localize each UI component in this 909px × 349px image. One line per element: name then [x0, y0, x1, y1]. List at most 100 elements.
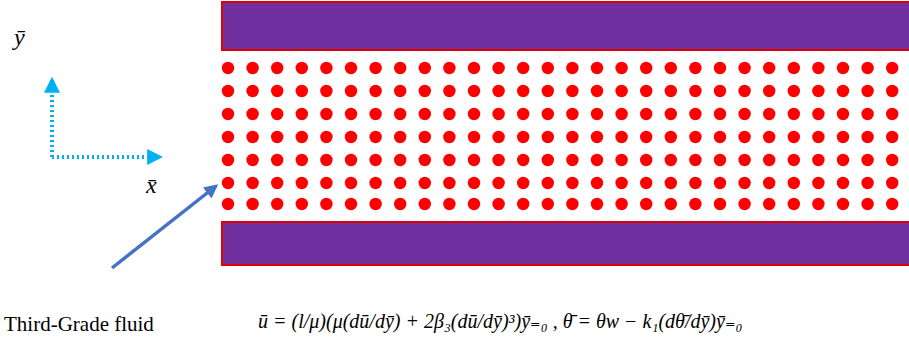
fluid-particle: [517, 177, 529, 189]
fluid-particle: [468, 177, 480, 189]
fluid-particle: [222, 198, 234, 210]
fluid-particle: [615, 85, 627, 97]
fluid-particle: [812, 62, 824, 74]
fluid-particle: [443, 177, 455, 189]
fluid-particle: [861, 177, 873, 189]
fluid-particle: [812, 198, 824, 210]
fluid-particle: [246, 177, 258, 189]
fluid-particle: [394, 62, 406, 74]
axis-label: x̄: [146, 172, 157, 198]
fluid-particle: [517, 131, 529, 143]
fluid-particle: [542, 62, 554, 74]
fluid-particle: [763, 108, 775, 120]
fluid-particle: [714, 177, 726, 189]
fluid-particle: [271, 177, 283, 189]
fluid-particle: [566, 154, 578, 166]
fluid-particle: [492, 85, 504, 97]
fluid-particle: [689, 85, 701, 97]
fluid-particle: [320, 198, 332, 210]
fluid-particle: [492, 198, 504, 210]
fluid-particle: [788, 154, 800, 166]
fluid-particle: [369, 198, 381, 210]
fluid-particle: [320, 62, 332, 74]
fluid-particle: [837, 108, 849, 120]
fluid-particle: [419, 131, 431, 143]
fluid-particle: [394, 131, 406, 143]
fluid-particle: [615, 131, 627, 143]
fluid-particle: [369, 85, 381, 97]
fluid-particle: [665, 131, 677, 143]
fluid-particle: [271, 198, 283, 210]
fluid-particle: [443, 131, 455, 143]
fluid-particle: [517, 85, 529, 97]
fluid-particle: [419, 85, 431, 97]
fluid-particle: [738, 108, 750, 120]
fluid-particle: [615, 198, 627, 210]
fluid-particle: [222, 85, 234, 97]
fluid-particle: [492, 62, 504, 74]
fluid-particle: [812, 85, 824, 97]
fluid-particle: [443, 62, 455, 74]
fluid-particle: [394, 198, 406, 210]
fluid-particle: [246, 85, 258, 97]
fluid-particle: [320, 177, 332, 189]
fluid-particle: [468, 131, 480, 143]
fluid-particle: [320, 108, 332, 120]
fluid-particle: [345, 131, 357, 143]
fluid-particle: [443, 108, 455, 120]
fluid-particle: [714, 62, 726, 74]
bottom-plate: [222, 222, 909, 265]
fluid-particle: [861, 108, 873, 120]
fluid-particle: [837, 198, 849, 210]
fluid-particle: [492, 154, 504, 166]
fluid-particle: [763, 154, 775, 166]
fluid-particle: [271, 62, 283, 74]
fluid-particle: [714, 154, 726, 166]
fluid-particle: [369, 177, 381, 189]
fluid-particle: [861, 154, 873, 166]
fluid-particle: [296, 177, 308, 189]
fluid-particle: [320, 154, 332, 166]
fluid-particle: [394, 177, 406, 189]
fluid-particle: [788, 62, 800, 74]
fluid-particle: [689, 177, 701, 189]
fluid-particle: [665, 62, 677, 74]
pointer-arrow: [112, 186, 216, 268]
fluid-particle: [271, 131, 283, 143]
fluid-particle: [763, 62, 775, 74]
fluid-particle: [763, 198, 775, 210]
fluid-particle: [714, 198, 726, 210]
fluid-particle: [517, 108, 529, 120]
fluid-particle: [419, 154, 431, 166]
fluid-particle: [615, 108, 627, 120]
fluid-particle: [492, 108, 504, 120]
fluid-particle: [246, 108, 258, 120]
fluid-particle: [369, 154, 381, 166]
fluid-particle: [419, 198, 431, 210]
fluid-particle: [369, 62, 381, 74]
fluid-particle: [492, 131, 504, 143]
fluid-particles: [222, 62, 899, 210]
fluid-particle: [689, 108, 701, 120]
fluid-particle: [665, 85, 677, 97]
fluid-particle: [861, 85, 873, 97]
fluid-particle: [296, 131, 308, 143]
fluid-particle: [591, 108, 603, 120]
fluid-particle: [542, 131, 554, 143]
fluid-particle: [246, 154, 258, 166]
fluid-particle: [222, 154, 234, 166]
fluid-particle: [788, 108, 800, 120]
fluid-particle: [665, 177, 677, 189]
fluid-particle: [738, 177, 750, 189]
fluid-particle: [394, 85, 406, 97]
fluid-particle: [738, 131, 750, 143]
fluid-particle: [222, 108, 234, 120]
fluid-particle: [665, 108, 677, 120]
fluid-particle: [566, 177, 578, 189]
fluid-particle: [788, 198, 800, 210]
fluid-particle: [615, 154, 627, 166]
fluid-particle: [296, 85, 308, 97]
fluid-particle: [345, 85, 357, 97]
fluid-particle: [517, 154, 529, 166]
fluid-particle: [542, 198, 554, 210]
